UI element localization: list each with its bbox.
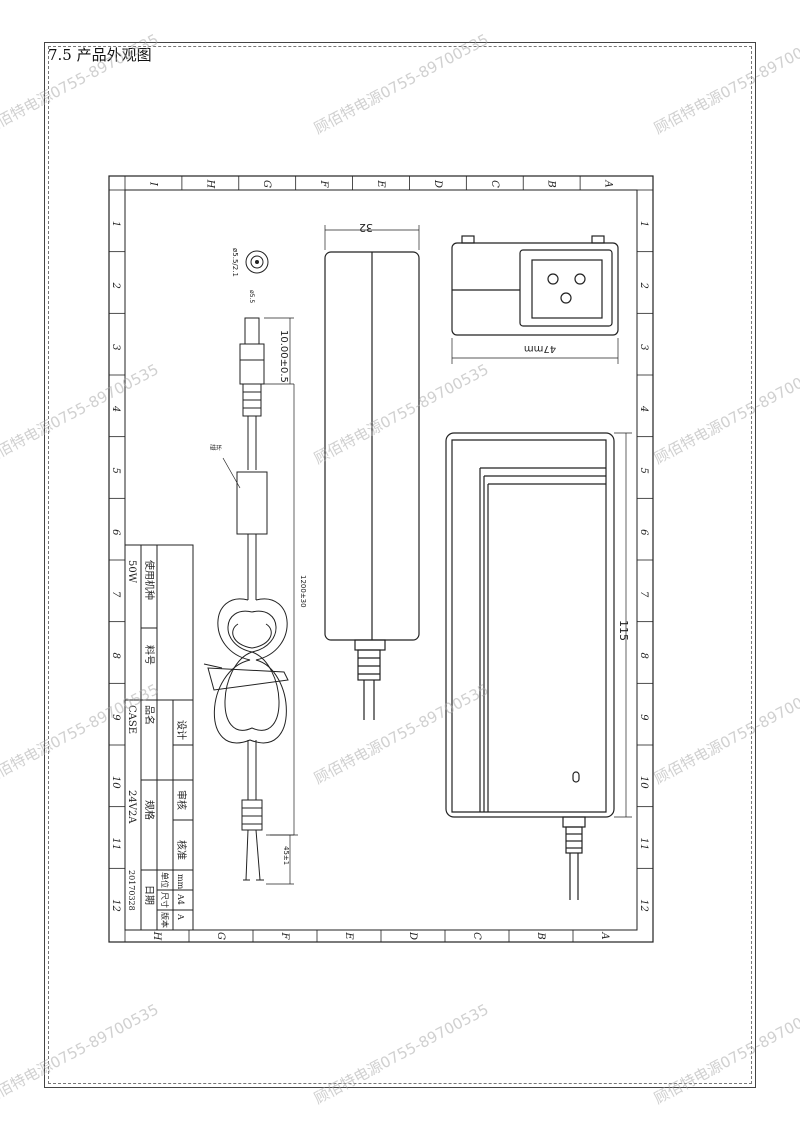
col-label-bottom: G (215, 932, 226, 940)
adapter-side-view (445, 432, 615, 900)
length-dimension (614, 432, 632, 818)
col-label-top: I (147, 181, 158, 187)
row-label-right: 12 (638, 899, 649, 912)
tb-spec-label: 规格 (143, 800, 156, 820)
col-label-top: B (546, 179, 557, 187)
cable-tie (203, 663, 289, 691)
row-label-right: 2 (638, 282, 649, 289)
row-label-right: 7 (638, 591, 649, 598)
tb-size-label: 尺寸 (160, 892, 170, 908)
col-label-bottom: H (151, 931, 162, 941)
width-top-dimension (324, 225, 420, 250)
tb-approve-label: 核准 (175, 840, 188, 860)
row-label-left: 3 (110, 344, 121, 350)
tb-name-value: CASE (126, 705, 137, 734)
tb-size-value: A4 (176, 893, 185, 905)
drawing-frame-inner (124, 189, 638, 931)
row-label-right: 11 (638, 838, 649, 851)
ferrite-core (236, 471, 268, 535)
tb-version-label: 版本 (160, 912, 170, 928)
row-label-right: 1 (638, 221, 649, 227)
row-label-left: 9 (110, 714, 121, 721)
row-label-left: 1 (110, 221, 121, 227)
page-border (44, 42, 756, 1088)
tb-review-label: 审核 (175, 790, 188, 810)
width-top-label: 32 (359, 221, 373, 234)
col-label-top: E (375, 179, 386, 188)
row-label-right: 6 (638, 529, 649, 536)
col-label-top: C (489, 180, 500, 188)
dc-plug (239, 317, 265, 470)
width-front-label: 47mm (524, 343, 556, 354)
tb-design-label: 设计 (175, 720, 188, 740)
cable (213, 534, 288, 800)
plug-length-label: 10.00±0.5 (278, 330, 289, 383)
row-label-left: 8 (110, 653, 121, 659)
row-label-left: 2 (110, 282, 121, 289)
adapter-top-view (324, 251, 420, 720)
dc-spec-label: ø5.5/2.1 (231, 248, 239, 277)
col-label-top: F (318, 180, 329, 189)
col-label-top: A (603, 179, 614, 187)
tb-material-label: 料号 (143, 645, 156, 665)
tb-product-label: 使用机种 (143, 560, 156, 600)
col-label-bottom: F (279, 932, 290, 941)
tb-spec-value: 24V2A (126, 790, 137, 824)
adapter-front-view (451, 235, 619, 336)
strip-length-label: 45±1 (282, 846, 290, 865)
row-label-left: 12 (110, 899, 121, 912)
length-label: 115 (617, 620, 630, 641)
col-label-top: H (204, 179, 215, 189)
row-label-right: 10 (638, 776, 649, 789)
row-label-right: 9 (638, 714, 649, 721)
tb-date-label: 日期 (143, 885, 155, 905)
col-label-top: D (432, 179, 443, 188)
col-label-bottom: D (407, 931, 418, 940)
width-front-dimension (451, 338, 619, 364)
ferrite-note: 磁环 (210, 444, 222, 452)
row-label-left: 11 (110, 838, 121, 851)
plug-dimension (264, 317, 294, 385)
tb-unit-label: 单位 (160, 872, 170, 888)
cable-length-label: 1200±30 (299, 575, 307, 608)
row-label-right: 4 (638, 405, 649, 412)
strip-dimension (266, 834, 294, 885)
tb-version-value: A (176, 913, 185, 920)
col-label-top: G (261, 180, 272, 188)
row-label-right: 5 (638, 468, 649, 474)
ferrite-leader (222, 457, 241, 489)
title-block (124, 544, 194, 931)
stripped-end (241, 799, 264, 881)
plug-dim-label: ø5.5 (248, 290, 255, 303)
dc-connector-face (245, 250, 269, 274)
frame-ticks (109, 176, 653, 942)
tb-product-value: 50W (126, 560, 137, 584)
row-label-right: 3 (638, 344, 649, 350)
col-label-bottom: C (471, 932, 482, 940)
row-label-left: 4 (110, 405, 121, 412)
col-label-bottom: E (343, 931, 354, 940)
row-label-left: 5 (110, 468, 121, 474)
row-label-left: 7 (110, 591, 121, 598)
row-label-left: 10 (110, 776, 121, 789)
tb-unit-value: mm (176, 874, 185, 890)
tb-name-label: 品名 (143, 705, 156, 725)
col-label-bottom: A (599, 931, 610, 939)
row-label-left: 6 (110, 529, 121, 536)
row-label-right: 8 (638, 653, 649, 659)
tb-date-value: 20170328 (127, 870, 136, 911)
section-title: 7.5 产品外观图 (48, 46, 152, 64)
col-label-bottom: B (535, 931, 546, 939)
